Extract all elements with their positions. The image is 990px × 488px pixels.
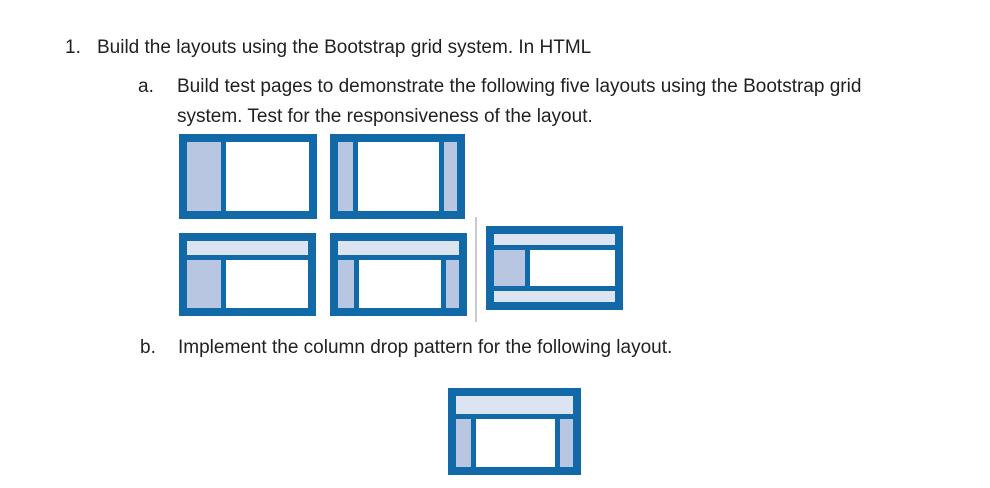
figure-region-header — [456, 396, 573, 414]
figure-row — [338, 142, 457, 211]
figure-row — [338, 241, 459, 255]
figure-layout-header-left-sidebar — [179, 233, 316, 316]
figure-region-header — [338, 241, 459, 255]
figure-row — [494, 291, 615, 302]
figure-row — [187, 241, 308, 255]
list-letter-b: b. — [140, 337, 156, 358]
figure-region-sidebar — [494, 250, 526, 286]
list-letter-a: a. — [138, 76, 154, 97]
list-number: 1. — [65, 37, 81, 58]
figure-layout-header-two-sidebars — [330, 233, 467, 316]
list-item-a-text-line2: system. Test for the responsiveness of t… — [177, 106, 593, 127]
figure-region-main — [358, 142, 439, 211]
figure-region-sidebar — [443, 142, 457, 211]
list-item-a-text-line1: Build test pages to demonstrate the foll… — [177, 76, 862, 97]
figure-region-main — [225, 260, 308, 308]
figure-region-sidebar — [338, 260, 354, 308]
figure-row — [456, 396, 573, 414]
figure-region-main — [358, 260, 441, 308]
figure-region-header — [187, 241, 308, 255]
figure-region-main — [530, 250, 615, 286]
figure-region-sidebar — [560, 419, 573, 467]
figure-region-main — [476, 419, 556, 467]
figure-row — [494, 234, 615, 245]
figure-row — [187, 142, 309, 211]
vertical-divider — [475, 217, 477, 322]
figure-region-sidebar — [187, 260, 221, 308]
figure-layout-column-drop — [448, 388, 581, 475]
figure-region-header — [494, 234, 615, 245]
figure-region-sidebar — [187, 142, 222, 211]
figure-layout-header-sidebar-footer — [486, 226, 623, 310]
figure-layout-left-sidebar — [179, 134, 317, 219]
figure-row — [494, 250, 615, 286]
figure-region-sidebar — [456, 419, 472, 467]
figure-region-main — [226, 142, 309, 211]
figure-row — [187, 260, 308, 308]
figure-row — [338, 260, 459, 308]
list-item-b-text: Implement the column drop pattern for th… — [178, 337, 673, 358]
list-item-1-text: Build the layouts using the Bootstrap gr… — [97, 37, 592, 58]
figure-layout-two-sidebars — [330, 134, 465, 219]
figure-region-sidebar — [445, 260, 459, 308]
figure-row — [456, 419, 573, 467]
figure-region-footer — [494, 291, 615, 302]
figure-region-sidebar — [338, 142, 354, 211]
